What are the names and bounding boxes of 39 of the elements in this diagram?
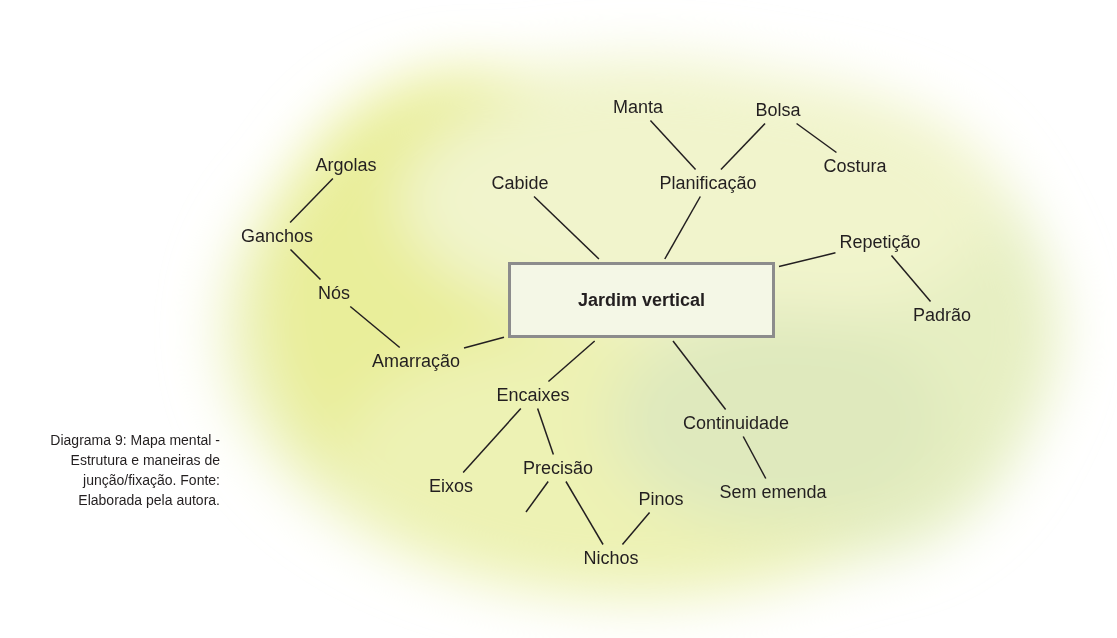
connector-line (565, 480, 604, 546)
topic-label: Bolsa (755, 99, 801, 121)
connector-line (621, 511, 651, 546)
topic-label: Continuidade (682, 412, 790, 434)
topic-label: Nós (318, 282, 350, 304)
topic-label: Sem emenda (719, 481, 827, 503)
central-topic-box: Jardim vertical (508, 262, 775, 338)
topic-label: Ganchos (241, 225, 313, 247)
topic-label: Planificação (659, 172, 757, 194)
topic-label: Pinos (638, 488, 684, 510)
connector-line (778, 252, 837, 268)
connector-line (547, 340, 596, 383)
connector-line (742, 435, 767, 480)
topic-label: Argolas (315, 154, 377, 176)
connector-line (890, 254, 932, 303)
topic-label: Amarração (372, 350, 460, 372)
connector-line (289, 248, 322, 281)
connector-line (795, 122, 838, 154)
topic-label: Eixos (429, 475, 473, 497)
connector-line (672, 340, 727, 411)
topic-label: Costura (823, 155, 887, 177)
figure-caption: Diagrama 9: Mapa mental - Estrutura e maneiras de junção/fixação. Fonte: Elaborada pela autora. (49, 431, 220, 510)
connector-line (536, 407, 555, 456)
connector-line (533, 195, 600, 260)
connector-line (525, 480, 549, 513)
connector-line (463, 336, 505, 349)
topic-label: Cabide (491, 172, 549, 194)
topic-label: Precisão (523, 457, 593, 479)
topic-label: Manta (613, 96, 663, 118)
connector-line (664, 195, 702, 260)
connector-line (289, 177, 334, 224)
connector-line (720, 122, 766, 171)
topic-label: Repetição (839, 231, 921, 253)
topic-label: Padrão (913, 304, 971, 326)
connector-line (462, 407, 522, 474)
topic-label: Nichos (583, 547, 639, 569)
connector-line (349, 305, 401, 349)
topic-label: Encaixes (496, 384, 570, 406)
connector-line (649, 119, 697, 171)
